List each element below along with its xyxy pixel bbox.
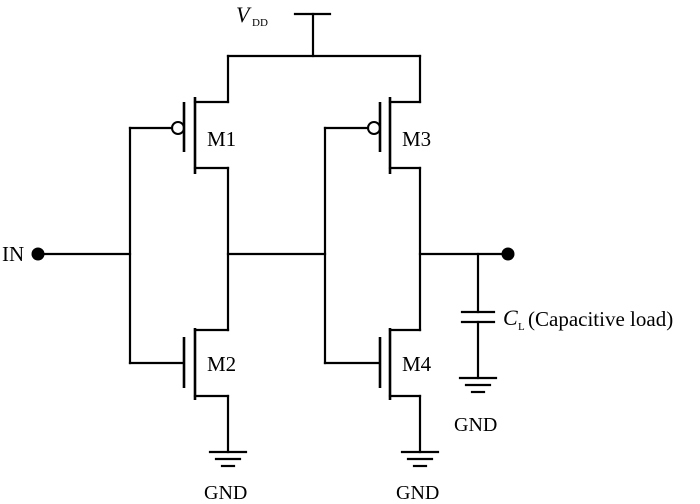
vdd-label: V xyxy=(236,2,252,27)
gnd-label-cap: GND xyxy=(454,414,497,436)
cap-subscript: L xyxy=(518,321,525,333)
output-terminal[interactable] xyxy=(501,247,515,261)
m4-nmos-transistor xyxy=(378,328,422,454)
m1-pmos-transistor xyxy=(171,97,230,174)
capacitor-symbol xyxy=(460,310,496,380)
gnd-label-m4: GND xyxy=(396,482,439,504)
output-wiring xyxy=(418,166,510,332)
m4-label: M4 xyxy=(402,352,432,376)
m3-pmos-transistor xyxy=(367,97,422,174)
vdd-supply xyxy=(226,12,422,104)
input-label: IN xyxy=(2,242,24,266)
m1-label: M1 xyxy=(207,127,236,151)
ground-icon xyxy=(208,450,248,468)
m2-label: M2 xyxy=(207,352,236,376)
vdd-subscript: DD xyxy=(252,17,268,29)
m3-label: M3 xyxy=(402,127,431,151)
ground-icon xyxy=(400,450,440,468)
gnd-label-m2: GND xyxy=(204,482,247,504)
cap-description: (Capacitive load) xyxy=(528,307,673,331)
ground-icon xyxy=(458,376,498,394)
mid-node-wiring xyxy=(226,126,380,365)
cap-label: C xyxy=(503,305,518,330)
m2-nmos-transistor xyxy=(182,328,230,454)
input-wiring xyxy=(36,126,184,365)
